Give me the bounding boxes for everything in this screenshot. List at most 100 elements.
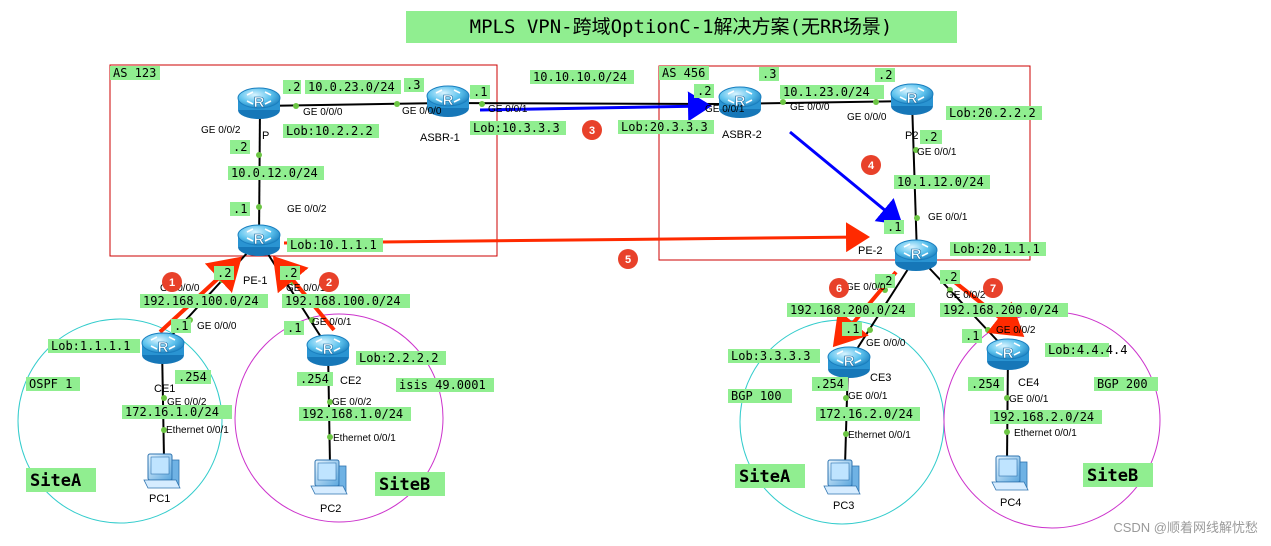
site-a-left-label: SiteA xyxy=(30,471,81,491)
iface-pc4-eth: Ethernet 0/0/1 xyxy=(1014,428,1077,439)
router-p2-icon xyxy=(890,83,934,116)
label-asbr2-dot2: .2 xyxy=(697,84,711,98)
title-box xyxy=(406,11,957,43)
name-pc2: PC2 xyxy=(320,503,341,515)
as123-label: AS 123 xyxy=(113,66,156,80)
step-number-6: 6 xyxy=(836,283,842,295)
label-ce4-254: .254 xyxy=(971,377,1000,391)
name-asbr2: ASBR-2 xyxy=(722,129,762,141)
label-bgp100: BGP 100 xyxy=(731,389,782,403)
site-b-left-label: SiteB xyxy=(379,475,430,495)
label-pe2-dot2-right: .2 xyxy=(943,270,957,284)
label-pe2-dot2-left: .2 xyxy=(878,274,892,288)
name-pe1: PE-1 xyxy=(243,275,267,287)
label-net-10-0-23: 10.0.23.0/24 xyxy=(308,80,395,94)
iface-ce3-g000: GE 0/0/0 xyxy=(866,338,906,349)
name-asbr1: ASBR-1 xyxy=(420,132,460,144)
iface-pe2-g002: GE 0/0/2 xyxy=(946,290,986,301)
label-lob-pe1: Lob:10.1.1.1 xyxy=(290,238,377,252)
name-pc3: PC3 xyxy=(833,500,854,512)
label-net-10-1-12: 10.1.12.0/24 xyxy=(897,175,984,189)
iface-asbr2-g001: GE 0/0/1 xyxy=(705,104,745,115)
name-pc4: PC4 xyxy=(1000,497,1021,509)
iface-ce4-g001: GE 0/0/1 xyxy=(1009,394,1049,405)
step-markers: 1 2 3 4 5 6 7 xyxy=(162,120,1003,298)
label-ce2-dot1: .1 xyxy=(287,321,301,335)
iface-p-g002: GE 0/0/2 xyxy=(201,125,241,136)
label-ce1-254: .254 xyxy=(178,370,207,384)
diagram-title: MPLS VPN-跨域OptionC-1解决方案(无RR场景) xyxy=(470,16,893,38)
iface-p-g000: GE 0/0/0 xyxy=(303,107,343,118)
pc1-icon xyxy=(143,453,181,489)
pc2-icon xyxy=(310,459,348,495)
name-p2: P2 xyxy=(905,130,918,142)
iface-asbr2-g000: GE 0/0/0 xyxy=(790,102,830,113)
step-number-2: 2 xyxy=(326,277,332,289)
label-pe1-dot2-left: .2 xyxy=(217,266,231,280)
label-asbr1-dot3: .3 xyxy=(406,78,420,92)
label-p2-dot2: .2 xyxy=(923,130,937,144)
label-pe1-dot2-right: .2 xyxy=(283,266,297,280)
router-ce4-icon xyxy=(986,338,1030,371)
iface-pe1-g001: GE 0/0/1 xyxy=(286,283,326,294)
label-net-10-0-12: 10.0.12.0/24 xyxy=(231,166,318,180)
step-marker-5 xyxy=(618,249,638,269)
label-isis: isis 49.0001 xyxy=(399,378,486,392)
label-lob-asbr2: Lob:20.3.3.3 xyxy=(621,120,708,134)
iface-pe2-g000: GE 0/0/0 xyxy=(846,282,886,293)
iface-pe2-g001: GE 0/0/1 xyxy=(928,212,968,223)
label-lob-asbr1: Lob:10.3.3.3 xyxy=(473,121,560,135)
as456-label: AS 456 xyxy=(662,66,705,80)
label-backgrounds xyxy=(26,67,1158,496)
router-pe2-icon xyxy=(894,239,938,272)
label-lob-ce3: Lob:3.3.3.3 xyxy=(731,349,810,363)
name-ce4: CE4 xyxy=(1018,377,1039,389)
label-net-192-168-200-right: 192.168.200.0/24 xyxy=(943,303,1059,317)
label-lob-ce2: Lob:2.2.2.2 xyxy=(359,351,438,365)
label-lob-ce4: Lob:4.4.4.4 xyxy=(1048,343,1127,357)
step-marker-4 xyxy=(861,155,881,175)
label-ce3-dot1: .1 xyxy=(845,322,859,336)
label-lob-pe2: Lob:20.1.1.1 xyxy=(953,242,1040,256)
step-number-1: 1 xyxy=(169,277,175,289)
label-pe1-dot1: .1 xyxy=(233,202,247,216)
name-pc1: PC1 xyxy=(149,493,170,505)
step-marker-3 xyxy=(582,120,602,140)
label-net-172-16-2: 172.16.2.0/24 xyxy=(819,407,913,421)
step-number-3: 3 xyxy=(589,125,595,137)
label-lob-p2: Lob:20.2.2.2 xyxy=(949,106,1036,120)
iface-asbr1-g000: GE 0/0/0 xyxy=(402,106,442,117)
site-b-left-circle xyxy=(234,313,444,523)
name-p: P xyxy=(262,130,269,142)
label-p2-dot2-top: .2 xyxy=(878,68,892,82)
label-net-192-168-100-left: 192.168.100.0/24 xyxy=(143,294,259,308)
name-pe2: PE-2 xyxy=(858,245,882,257)
label-ce4-dot1: .1 xyxy=(965,329,979,343)
label-net-172-16-1: 172.16.1.0/24 xyxy=(125,405,219,419)
arrow-3 xyxy=(479,91,712,122)
label-p-dot2-down: .2 xyxy=(233,140,247,154)
label-ce3-254: .254 xyxy=(815,377,844,391)
name-ce2: CE2 xyxy=(340,375,361,387)
name-ce1: CE1 xyxy=(154,383,175,395)
iface-p2-g001: GE 0/0/1 xyxy=(917,147,957,158)
label-net-192-168-100-right: 192.168.100.0/24 xyxy=(285,294,401,308)
label-net-10-10-10: 10.10.10.0/24 xyxy=(533,70,627,84)
iface-asbr1-g001: GE 0/0/1 xyxy=(488,104,528,115)
step-marker-7 xyxy=(983,278,1003,298)
label-ospf: OSPF 1 xyxy=(29,377,72,391)
label-asbr1-dot1: .1 xyxy=(473,85,487,99)
step-marker-2 xyxy=(319,272,339,292)
router-pe1-icon xyxy=(237,224,281,257)
step-number-4: 4 xyxy=(868,160,875,172)
iface-ce2-g002: GE 0/0/2 xyxy=(332,397,372,408)
as456-box xyxy=(658,65,1031,261)
iface-pc3-eth: Ethernet 0/0/1 xyxy=(848,430,911,441)
step-number-7: 7 xyxy=(990,283,996,295)
label-as456-dot3: .3 xyxy=(762,67,776,81)
router-p-icon xyxy=(237,87,281,120)
iface-ce3-g001: GE 0/0/1 xyxy=(848,391,888,402)
iface-ce1-g000: GE 0/0/0 xyxy=(197,321,237,332)
